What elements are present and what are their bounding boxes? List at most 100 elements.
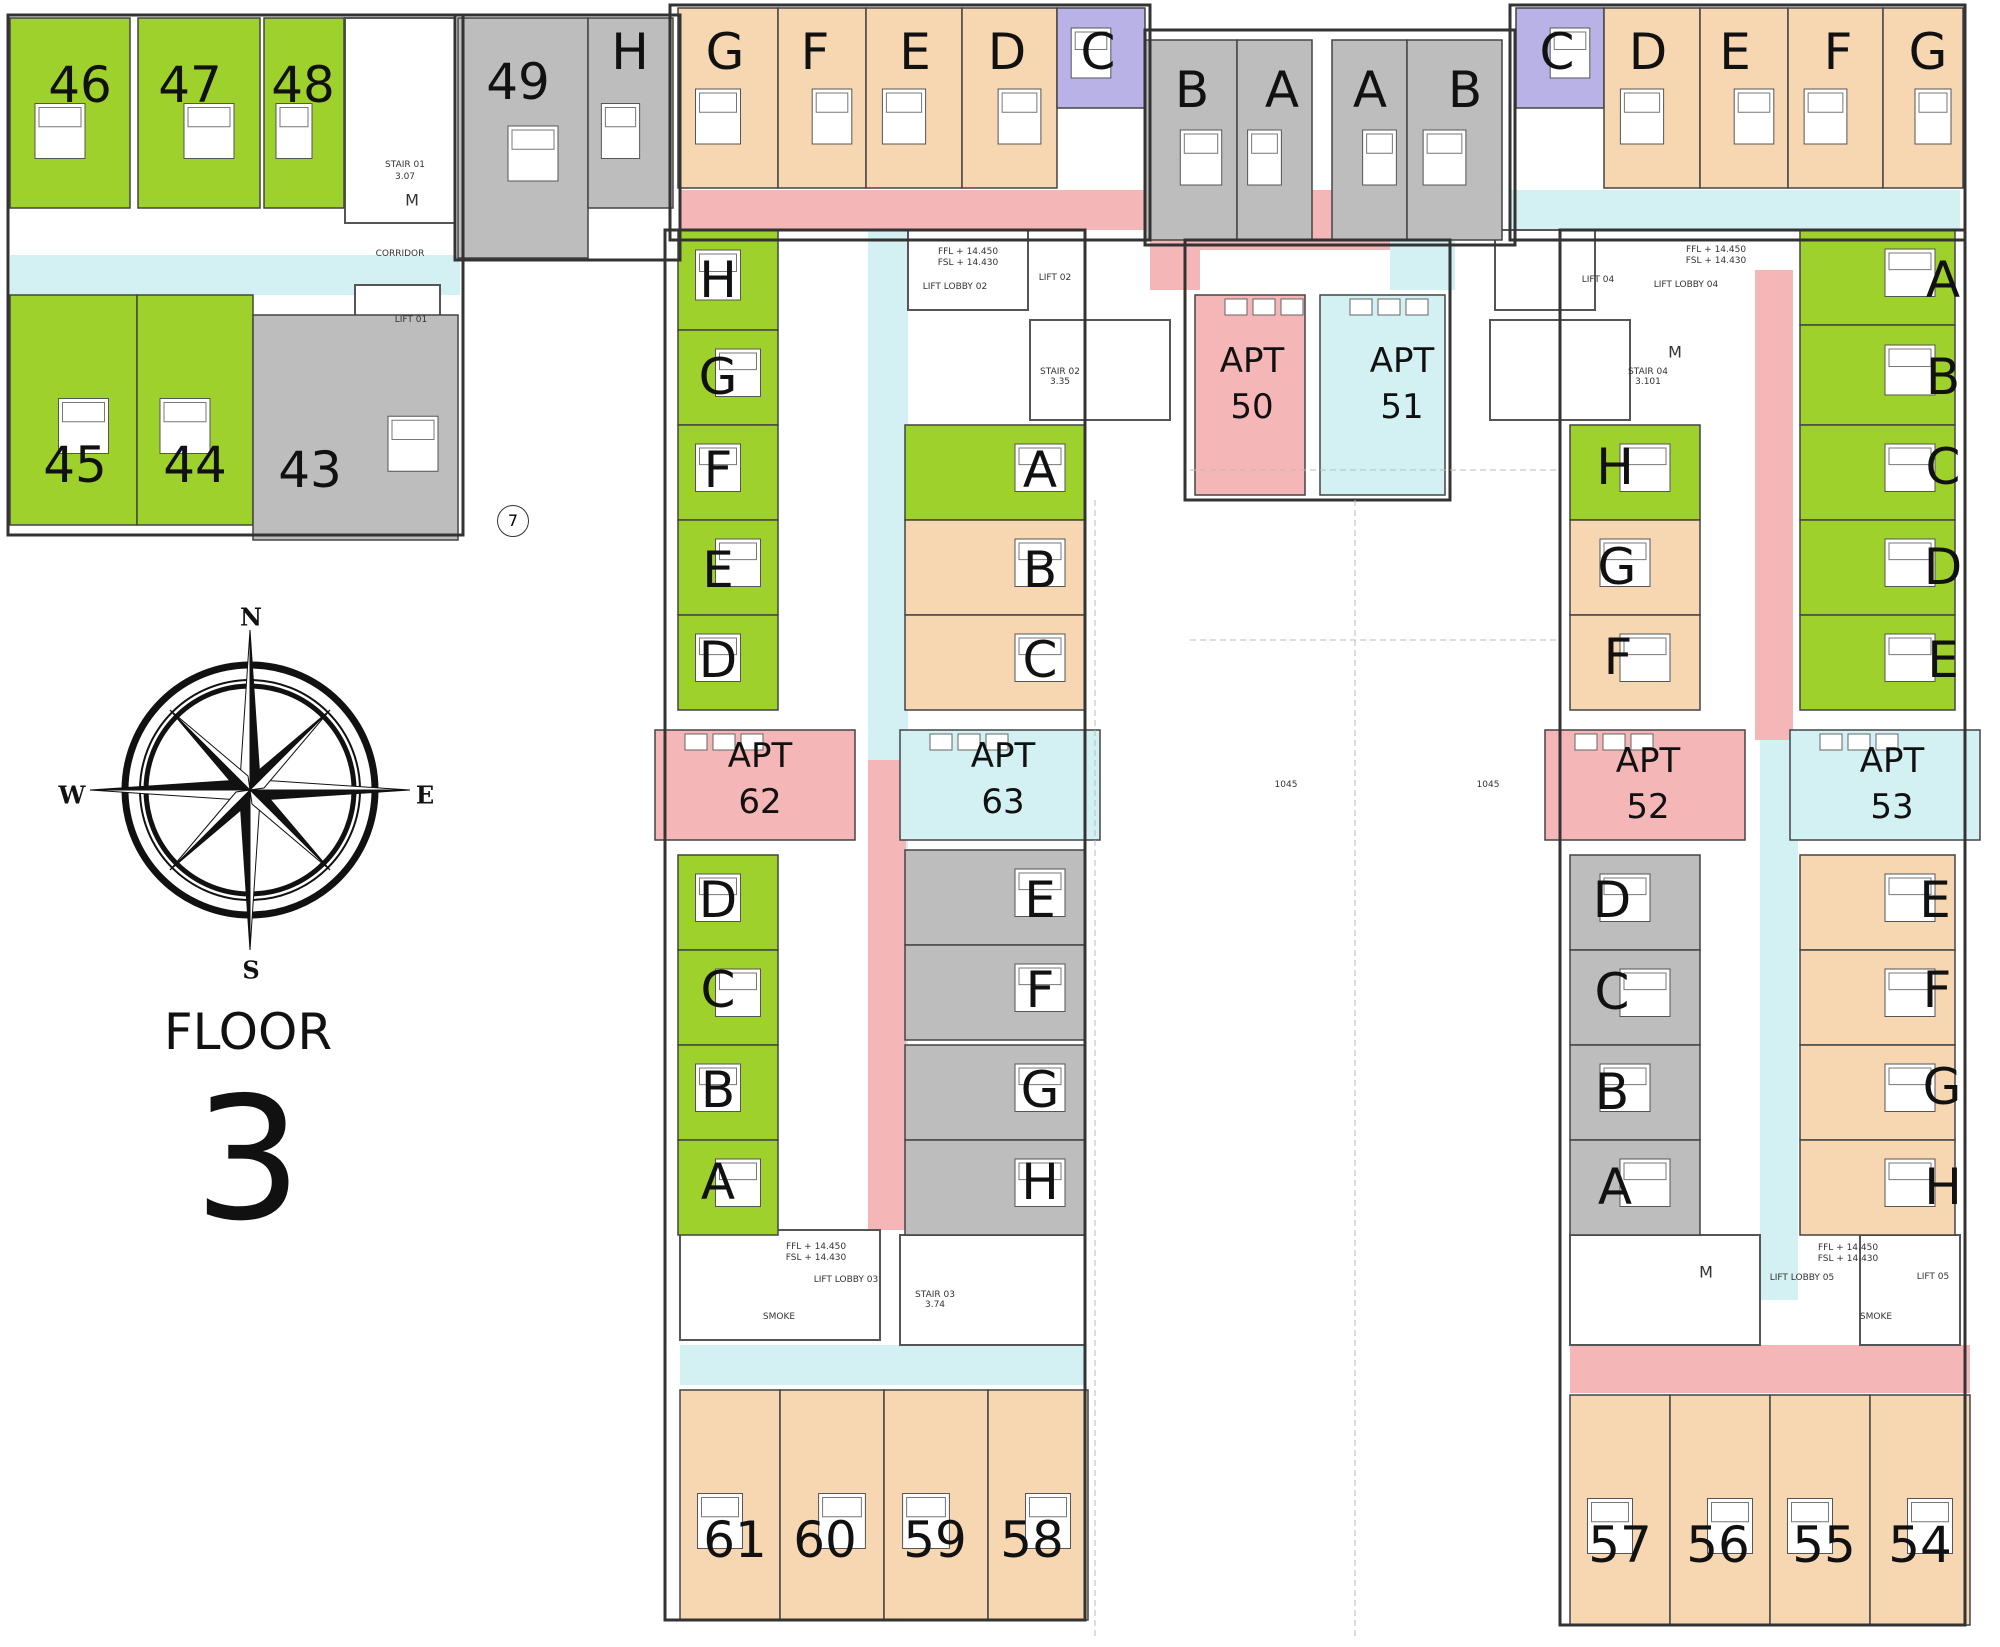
stair-01-number: 3.07 [394,172,416,182]
room-label: 60 [793,1511,857,1569]
stair-03-label: STAIR 03 [915,1290,955,1300]
bathroom-fixture [699,253,737,272]
floor-number: 3 [193,1061,303,1259]
room-label: A [700,1153,736,1211]
corridor [1570,1345,1970,1393]
bathroom-fixture [1018,967,1062,986]
room-label: H [611,23,649,81]
room-label: D [698,871,738,929]
bathroom-pod [387,415,439,472]
service-core [1569,1234,1761,1346]
kitchen-unit [740,733,764,751]
bathroom-fixture [1888,877,1932,896]
bathroom-fixture [163,402,207,423]
room-label: A [1352,61,1388,119]
bathroom-pod [1907,1498,1953,1554]
bathroom-pod [1884,443,1936,492]
bathroom-pod [1884,633,1936,682]
fsl-label-2: FSL + 14.430 [1685,256,1747,266]
kitchen-unit [1252,298,1276,316]
bathroom-fixture [719,1162,757,1181]
bathroom-fixture [1888,447,1932,466]
room-label: F [1025,961,1055,1019]
compass-west: W [58,780,86,810]
service-core [1494,229,1596,311]
room-label: C [1925,438,1961,496]
lift-lobby-04-label: LIFT LOBBY 04 [1653,280,1719,290]
bathroom-fixture [1001,92,1038,113]
m-marker-1: M [405,190,419,210]
lift-04-label: LIFT 04 [1581,275,1615,285]
bathroom-pod [34,103,86,159]
compass-north: N [240,602,262,632]
plan-details [34,27,1953,1554]
room-label: F [800,23,830,81]
bathroom-pod [715,1158,761,1207]
bathroom-pod [902,1493,950,1549]
room-label: C [1539,23,1575,81]
bathroom-pod [1070,27,1112,79]
bathroom-pod [1599,873,1651,922]
bathroom-pod [1619,1158,1671,1207]
kitchen-unit [1819,733,1843,751]
bathroom-fixture [1018,1067,1062,1086]
bathroom-fixture [699,447,737,466]
bathroom-pod [1014,963,1066,1012]
compass-south: S [242,955,260,985]
room-label: B [1925,348,1961,406]
bathroom-pod [811,88,853,145]
bathroom-pod [1362,129,1397,186]
bathroom-fixture [1791,1502,1829,1523]
room-label: D [1628,23,1668,81]
lift-lobby-03-label: LIFT LOBBY 03 [813,1275,879,1285]
corridor [680,190,1150,230]
corridor [680,1345,1085,1385]
room-label: 58 [1000,1511,1064,1569]
bathroom-pod [1733,88,1775,145]
room-label: 45 [43,436,107,494]
bathroom-fixture [719,972,757,991]
m-marker-2: M [1668,342,1682,362]
room-label: H [699,251,737,309]
outer-wall [6,13,465,537]
outer-wall [1183,238,1452,502]
bathroom-pod [695,633,741,682]
kitchen-unit [1349,298,1373,316]
room-label: E [1919,871,1951,929]
bathroom-fixture [822,1497,862,1518]
smoke-label-2: SMOKE [1859,1312,1893,1322]
bathroom-pod [1884,1158,1936,1207]
bathroom-fixture [1623,972,1667,991]
bathroom-fixture [1888,1162,1932,1181]
room-label: 56 [1686,1516,1750,1574]
room-label: F [703,441,733,499]
kitchen-unit [1280,298,1304,316]
bathroom-fixture [1426,133,1463,154]
smoke-label-1: SMOKE [762,1312,796,1322]
bathroom-fixture [885,92,923,113]
bathroom-pod [1619,633,1671,682]
bathroom-pod [697,1493,743,1549]
bathroom-fixture [187,107,231,128]
fsl-label-3: FSL + 14.430 [785,1253,847,1263]
bathroom-pod [1549,27,1591,79]
bathroom-fixture [1074,31,1108,50]
room-label: B [700,1061,736,1119]
room-label: D [1923,538,1963,596]
bathroom-pod [695,873,741,922]
outer-wall [663,228,1087,1622]
bathroom-pod [1707,1498,1753,1554]
bathroom-fixture [1553,31,1587,50]
room-label: G [1020,1061,1060,1119]
outer-wall [668,3,1152,242]
outer-wall [453,13,682,262]
room-label: H [1021,1153,1059,1211]
bathroom-fixture [1603,542,1647,561]
bathroom-fixture [391,419,435,440]
bathroom-pod [1884,344,1936,396]
kitchen-unit [1224,298,1248,316]
bathroom-fixture [719,352,757,371]
